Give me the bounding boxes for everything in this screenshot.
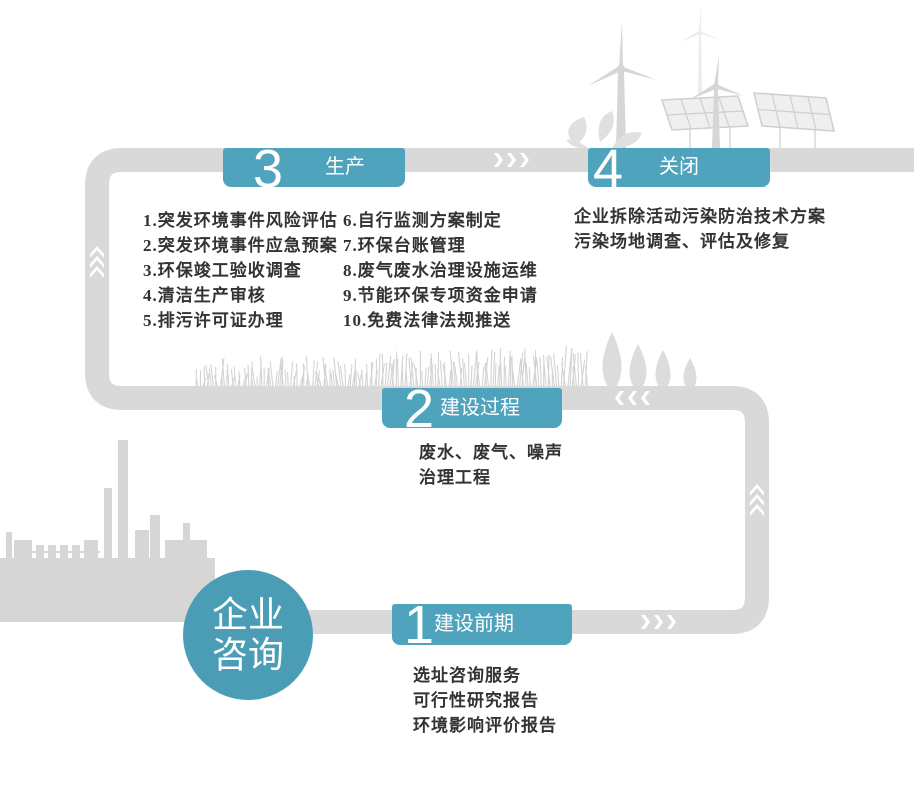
- turbine-hub: [713, 83, 719, 89]
- circle-line-2: 咨询: [212, 635, 284, 675]
- solar-panel-icon: [662, 96, 748, 148]
- list-item: 2.突发环境事件应急预案: [143, 233, 338, 258]
- list-item: 5.排污许可证办理: [143, 308, 338, 333]
- turbine-blade: [619, 20, 623, 68]
- list-item: 4.清洁生产审核: [143, 283, 338, 308]
- closure-list: 企业拆除活动污染防治技术方案 污染场地调查、评估及修复: [574, 204, 826, 254]
- production-list-right: 6.自行监测方案制定 7.环保台账管理 8.废气废水治理设施运维 9.节能环保专…: [343, 208, 538, 333]
- tree: [630, 344, 647, 392]
- list-item: 选址咨询服务: [413, 663, 557, 688]
- turbine-blade: [699, 4, 701, 32]
- stage-title: 关闭: [659, 148, 699, 187]
- turbine-blade: [714, 55, 719, 86]
- stage-number: 1: [404, 598, 434, 652]
- list-item: 1.突发环境事件风险评估: [143, 208, 338, 233]
- list-item: 7.环保台账管理: [343, 233, 538, 258]
- factory-building: [84, 540, 98, 560]
- stage-pre-construction-label: 1 建设前期: [392, 604, 572, 645]
- list-item: 6.自行监测方案制定: [343, 208, 538, 233]
- factory-chimney: [183, 523, 190, 543]
- wind-turbine-icon: [680, 4, 720, 95]
- stage-title: 建设前期: [434, 604, 514, 645]
- stage-construction-label: 2 建设过程: [382, 388, 562, 428]
- list-item: 企业拆除活动污染防治技术方案: [574, 204, 826, 229]
- list-item: 废水、废气、噪声: [419, 440, 563, 465]
- grass-decoration: [196, 346, 588, 388]
- list-item: 治理工程: [419, 465, 563, 490]
- stage-title: 生产: [325, 148, 365, 187]
- turbine-blade: [700, 31, 720, 40]
- pre-construction-list: 选址咨询服务 可行性研究报告 环境影响评价报告: [413, 663, 557, 738]
- tree: [603, 332, 622, 392]
- circle-line-1: 企业: [212, 595, 284, 635]
- production-list-left: 1.突发环境事件风险评估 2.突发环境事件应急预案 3.环保竣工验收调查 4.清…: [143, 208, 338, 333]
- solar-panel-icon: [754, 93, 834, 148]
- list-item: 8.废气废水治理设施运维: [343, 258, 538, 283]
- stage-number: 4: [593, 142, 623, 196]
- list-item: 可行性研究报告: [413, 688, 557, 713]
- factory-chimney: [150, 515, 160, 560]
- tree: [656, 350, 671, 392]
- construction-list: 废水、废气、噪声 治理工程: [419, 440, 563, 490]
- factory-chimney: [104, 488, 112, 560]
- turbine-blade: [680, 31, 700, 42]
- stage-number: 2: [404, 382, 434, 436]
- factory-chimney: [118, 440, 128, 560]
- factory-base: [0, 558, 215, 622]
- turbine-blade: [588, 66, 621, 86]
- factory-icon: [0, 440, 215, 622]
- list-item: 污染场地调查、评估及修复: [574, 229, 826, 254]
- turbine-hub: [618, 65, 625, 72]
- enterprise-consulting-circle: 企业 咨询: [183, 570, 313, 700]
- stage-production-label: 3 生产: [223, 148, 405, 187]
- turbine-blade: [716, 84, 744, 96]
- leaf: [599, 111, 614, 142]
- list-item: 9.节能环保专项资金申请: [343, 283, 538, 308]
- stage-title: 建设过程: [440, 388, 520, 428]
- turbine-tower: [698, 32, 702, 95]
- stage-closure-label: 4 关闭: [588, 148, 770, 187]
- factory-building: [14, 540, 32, 560]
- factory-building: [135, 530, 149, 560]
- stage-number: 3: [253, 142, 283, 196]
- list-item: 3.环保竣工验收调查: [143, 258, 338, 283]
- factory-chimney: [6, 532, 12, 562]
- turbine-blade: [621, 66, 657, 80]
- list-item: 10.免费法律法规推送: [343, 308, 538, 333]
- tree-icon: [603, 332, 697, 392]
- wind-turbine-icon: [588, 20, 657, 148]
- list-item: 环境影响评价报告: [413, 713, 557, 738]
